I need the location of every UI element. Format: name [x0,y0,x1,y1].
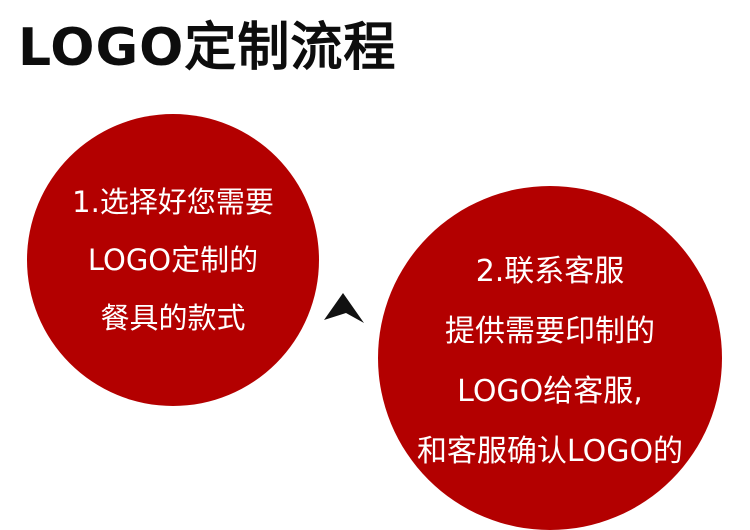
step-2-line-4: 和客服确认LOGO的 [416,434,684,469]
step-2-line-1: 2.联系客服 [475,254,625,289]
arrow-right-icon [324,293,364,323]
step-1-line-2: LOGO定制的 [87,243,259,277]
step-1-line-3: 餐具的款式 [100,301,246,335]
step-1-line-1: 1.选择好您需要 [72,185,274,219]
step-2-circle: 2.联系客服 提供需要印制的 LOGO给客服, 和客服确认LOGO的 [378,186,722,530]
step-1-circle: 1.选择好您需要 LOGO定制的 餐具的款式 [27,114,319,406]
step-2-line-3: LOGO给客服, [457,374,643,409]
page-title: LOGO定制流程 [18,18,397,78]
step-2-line-2: 提供需要印制的 [445,314,655,349]
